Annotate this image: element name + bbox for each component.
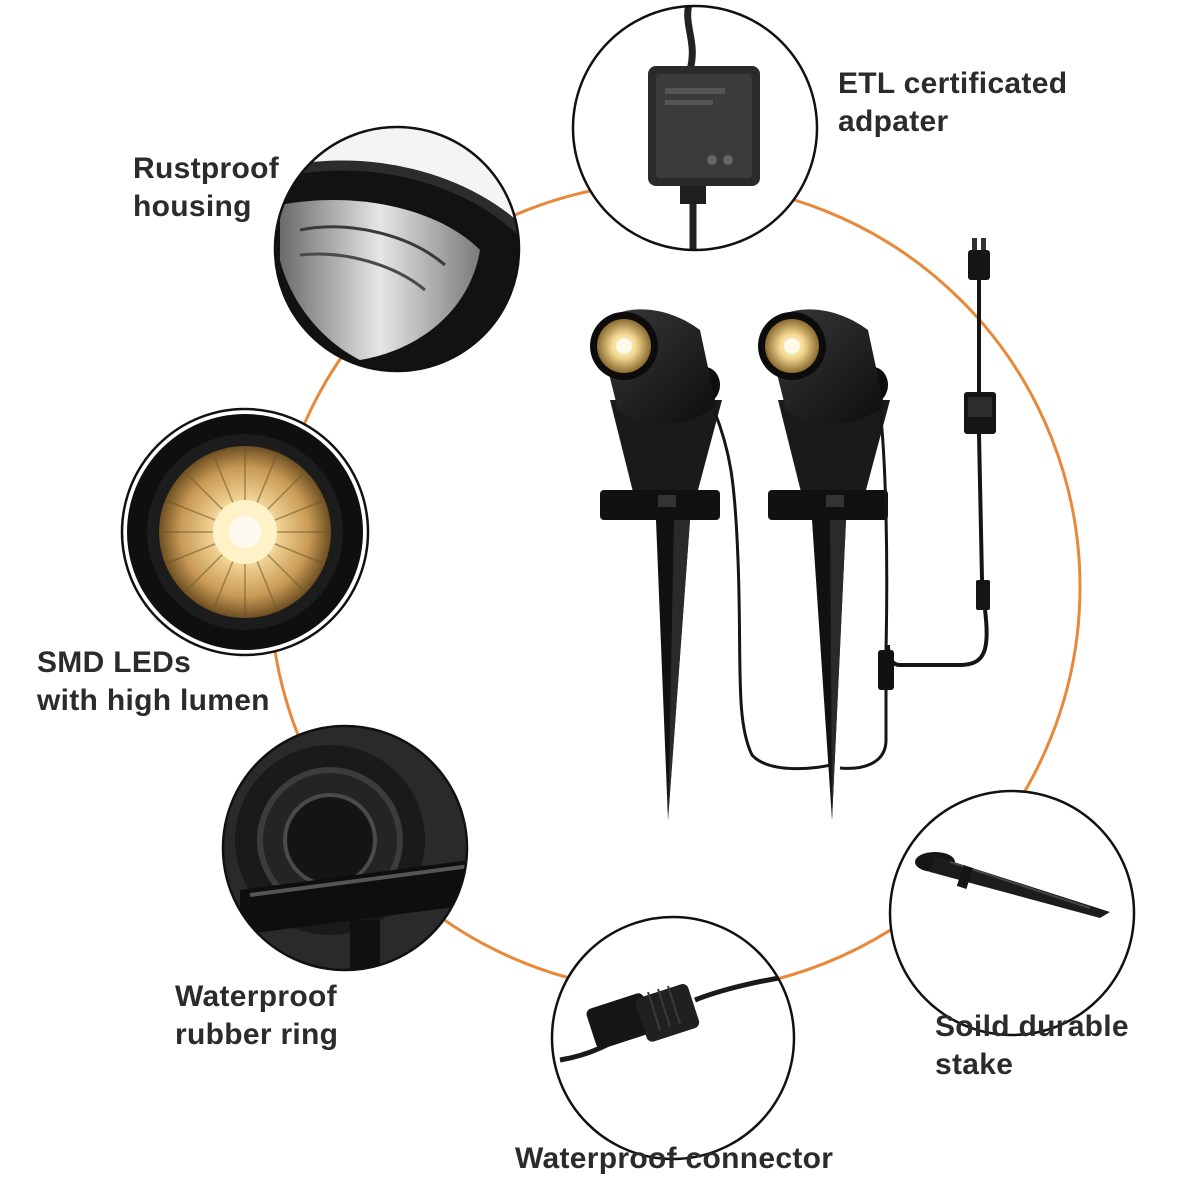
adapter-callout xyxy=(571,4,819,252)
housing-callout xyxy=(273,125,521,373)
rubber-ring-callout xyxy=(221,724,469,972)
rubber-ring-icon xyxy=(223,726,467,970)
label-connector: Waterproof connector xyxy=(515,1142,834,1175)
spotlight-product xyxy=(590,238,996,820)
inline-adapter-icon xyxy=(964,392,996,434)
spotlight-right xyxy=(758,309,894,820)
connector-icon xyxy=(559,972,794,1063)
led-icon xyxy=(127,414,363,650)
led-callout xyxy=(120,407,370,657)
adapter-icon xyxy=(648,6,760,250)
spotlight-left xyxy=(590,309,831,820)
stake-callout xyxy=(888,789,1136,1037)
connector-callout xyxy=(550,915,796,1161)
stake-icon xyxy=(915,852,1110,918)
housing-icon xyxy=(275,127,519,371)
power-plug-icon xyxy=(968,238,990,280)
